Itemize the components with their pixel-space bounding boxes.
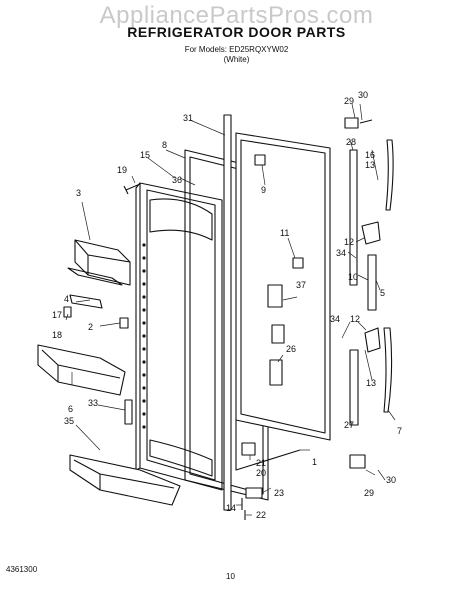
callout-5: 5 (380, 288, 385, 298)
callout-20: 20 (256, 468, 266, 478)
callout-27: 27 (344, 420, 354, 430)
door-liner (135, 182, 223, 491)
clip-33 (124, 399, 133, 425)
hinge-bracket-30 (344, 117, 359, 129)
upper-hinge-cover-16 (385, 139, 394, 211)
hinge-plug-11 (292, 257, 304, 269)
page-number: 10 (226, 572, 235, 581)
outer-door-panel (235, 132, 331, 441)
screw-19 (123, 183, 141, 195)
callout-36: 36 (172, 175, 182, 185)
liner-ribs (142, 243, 146, 429)
trim-strip (223, 114, 232, 511)
models-line: For Models: ED25RQXYW02 (184, 45, 289, 54)
upper-shelf-bin (67, 239, 131, 286)
callout-13-bottom: 13 (366, 378, 376, 388)
watermark: AppliancePartsPros.com (99, 2, 374, 29)
callout-30-bottom: 30 (386, 475, 396, 485)
hinge-strip-28 (349, 149, 358, 286)
lower-shelf-bin (37, 344, 126, 396)
door-shell (235, 420, 301, 471)
callout-28: 28 (346, 137, 356, 147)
bracket-20 (241, 442, 256, 456)
callout-29-bottom: 29 (364, 488, 374, 498)
callout-9: 9 (261, 185, 266, 195)
callout-19: 19 (117, 165, 127, 175)
upper-hinge-12 (361, 221, 381, 245)
callout-11: 11 (280, 228, 289, 238)
callout-7: 7 (397, 426, 402, 436)
hinge-screw-29 (359, 119, 373, 124)
callout-31: 31 (183, 113, 193, 123)
callout-3: 3 (76, 188, 81, 198)
callout-34-bottom: 34 (330, 314, 340, 324)
leader-lines (65, 103, 396, 516)
callout-35: 35 (64, 416, 74, 426)
callout-37: 37 (296, 280, 306, 290)
callout-13-top: 13 (365, 160, 375, 170)
callout-10: 10 (348, 272, 358, 282)
bracket-23 (245, 487, 263, 499)
nameplate-lower (271, 324, 285, 344)
callout-12-bottom: 12 (350, 314, 360, 324)
callout-16: 16 (365, 150, 375, 160)
callout-17: 17 (52, 310, 62, 320)
callout-4: 4 (64, 294, 69, 304)
hinge-strip-10 (367, 254, 377, 311)
callout-labels: 3 15 19 8 36 31 9 11 4 17 18 2 6 33 35 3… (52, 90, 402, 520)
callout-26: 26 (286, 344, 296, 354)
nameplate-upper (267, 284, 283, 308)
callout-8: 8 (162, 140, 167, 150)
dispenser-bracket (269, 359, 283, 386)
callout-6: 6 (68, 404, 73, 414)
callout-21: 21 (256, 458, 266, 468)
callout-22: 22 (256, 510, 266, 520)
callout-30-top: 30 (358, 90, 368, 100)
callout-12-top: 12 (344, 237, 354, 247)
clip-2 (119, 317, 129, 329)
callout-33: 33 (88, 398, 98, 408)
callout-34-top: 34 (336, 248, 346, 258)
bin-bracket (69, 294, 103, 309)
bottom-shelf-bin (69, 454, 181, 506)
callout-15: 15 (140, 150, 150, 160)
callout-29-top: 29 (344, 96, 354, 106)
hinge-plug-9 (254, 154, 266, 166)
document-code: 4361300 (6, 565, 38, 574)
hinge-strip-27 (349, 349, 359, 426)
diagram-title: REFRIGERATOR DOOR PARTS (127, 24, 346, 40)
cap-18 (63, 306, 72, 318)
lower-hinge-12 (364, 327, 381, 353)
color-line: (White) (223, 55, 250, 64)
callout-14: 14 (226, 503, 236, 513)
callout-2: 2 (88, 322, 93, 332)
bottom-hinge-30 (349, 454, 366, 469)
callout-18: 18 (52, 330, 62, 340)
callout-1: 1 (312, 457, 317, 467)
lower-hinge-cover-7 (383, 327, 393, 413)
callout-23: 23 (274, 488, 284, 498)
